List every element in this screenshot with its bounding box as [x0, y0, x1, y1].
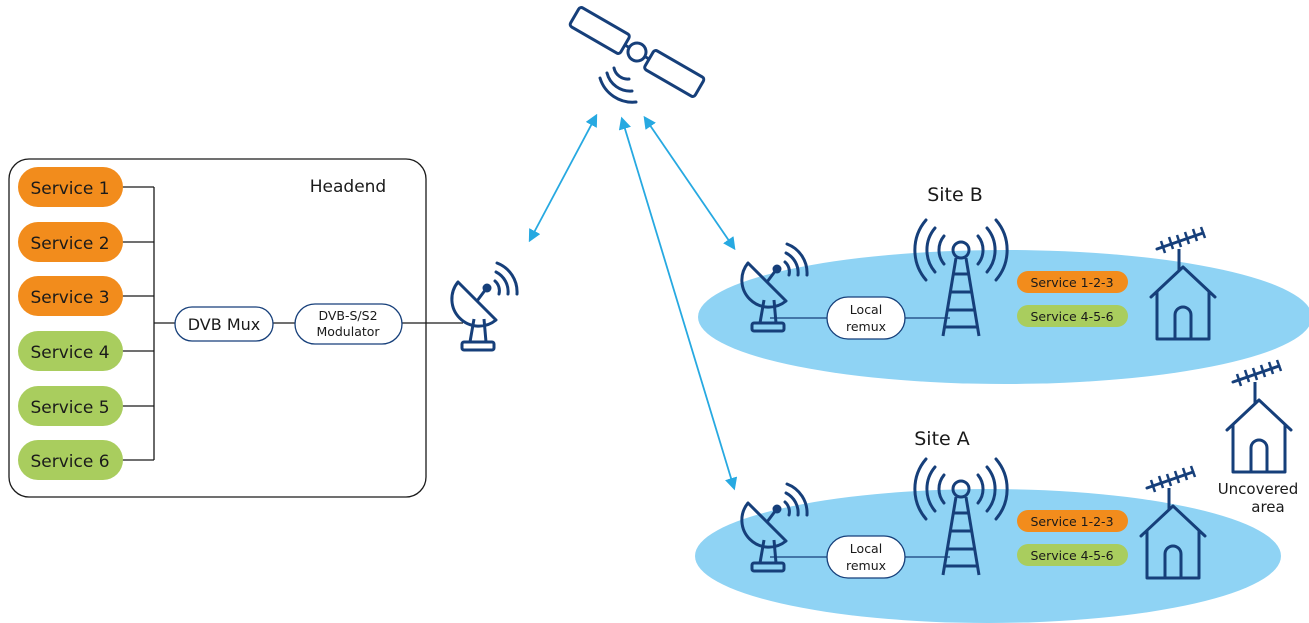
svg-text:Service 4-5-6: Service 4-5-6	[1030, 309, 1113, 324]
headend-title: Headend	[310, 177, 386, 197]
modulator-node: DVB-S/S2 Modulator	[294, 303, 403, 345]
service-1: Service 1	[18, 167, 123, 207]
service-badge-green: Service 4-5-6	[1017, 305, 1128, 327]
service-pill	[18, 331, 123, 371]
svg-text:Service 4-5-6: Service 4-5-6	[1030, 548, 1113, 563]
service-pill	[18, 276, 123, 316]
modulator-label-2: Modulator	[316, 324, 380, 339]
service-4: Service 4	[18, 331, 123, 371]
downlink-site-a-arrow	[618, 116, 738, 491]
mux-label: DVB Mux	[188, 315, 260, 334]
service-pill	[18, 440, 123, 480]
svg-text:Service 1-2-3: Service 1-2-3	[1030, 514, 1113, 529]
service-2: Service 2	[18, 222, 123, 262]
service-bus-lines	[122, 186, 463, 461]
dish-icon	[450, 261, 519, 352]
service-label: Service 5	[30, 398, 109, 418]
site-a-group: Site A Local remux Service 1-2-3 Service…	[695, 428, 1281, 623]
uncovered-label-2: area	[1251, 498, 1284, 516]
service-pill	[18, 386, 123, 426]
site-label: Site A	[914, 428, 970, 450]
service-badge-orange: Service 1-2-3	[1017, 510, 1128, 532]
local-remux-node: Local remux	[826, 535, 906, 579]
site-label: Site B	[927, 184, 983, 206]
service-label: Service 6	[30, 452, 109, 472]
service-label: Service 2	[30, 234, 109, 254]
satellite-links	[528, 113, 738, 491]
service-5: Service 5	[18, 386, 123, 426]
remux-label-2: remux	[846, 558, 886, 573]
modulator-label-1: DVB-S/S2	[318, 308, 377, 323]
uncovered-area-group: Uncovered area	[1218, 358, 1299, 516]
remux-label-2: remux	[846, 319, 886, 334]
site-b-group: Site B Local remux Service 1-2-3 Service…	[698, 184, 1309, 384]
coverage-area	[698, 250, 1309, 384]
coverage-area	[695, 489, 1281, 623]
uplink-arrow	[528, 113, 598, 243]
service-badge-orange: Service 1-2-3	[1017, 271, 1128, 293]
svg-text:Service 1-2-3: Service 1-2-3	[1030, 275, 1113, 290]
downlink-site-b-arrow	[643, 115, 736, 251]
satellite-signal-icon	[598, 66, 638, 104]
service-list: Service 1 Service 2 Service 3 Service 4 …	[18, 167, 123, 480]
headend-group: Headend Service 1 Service 2	[8, 158, 463, 498]
remux-label-1: Local	[850, 541, 882, 556]
satellite-icon	[568, 6, 706, 98]
dvb-mux-node: DVB Mux	[174, 306, 274, 342]
uncovered-label-1: Uncovered	[1218, 480, 1299, 498]
service-label: Service 4	[30, 343, 109, 363]
service-3: Service 3	[18, 276, 123, 316]
remux-label-1: Local	[850, 302, 882, 317]
service-badge-green: Service 4-5-6	[1017, 544, 1128, 566]
local-remux-node: Local remux	[826, 296, 906, 340]
service-label: Service 1	[30, 179, 109, 199]
service-label: Service 3	[30, 288, 109, 308]
service-pill	[18, 222, 123, 262]
house-antenna-icon	[1225, 358, 1293, 474]
service-pill	[18, 167, 123, 207]
service-6: Service 6	[18, 440, 123, 480]
